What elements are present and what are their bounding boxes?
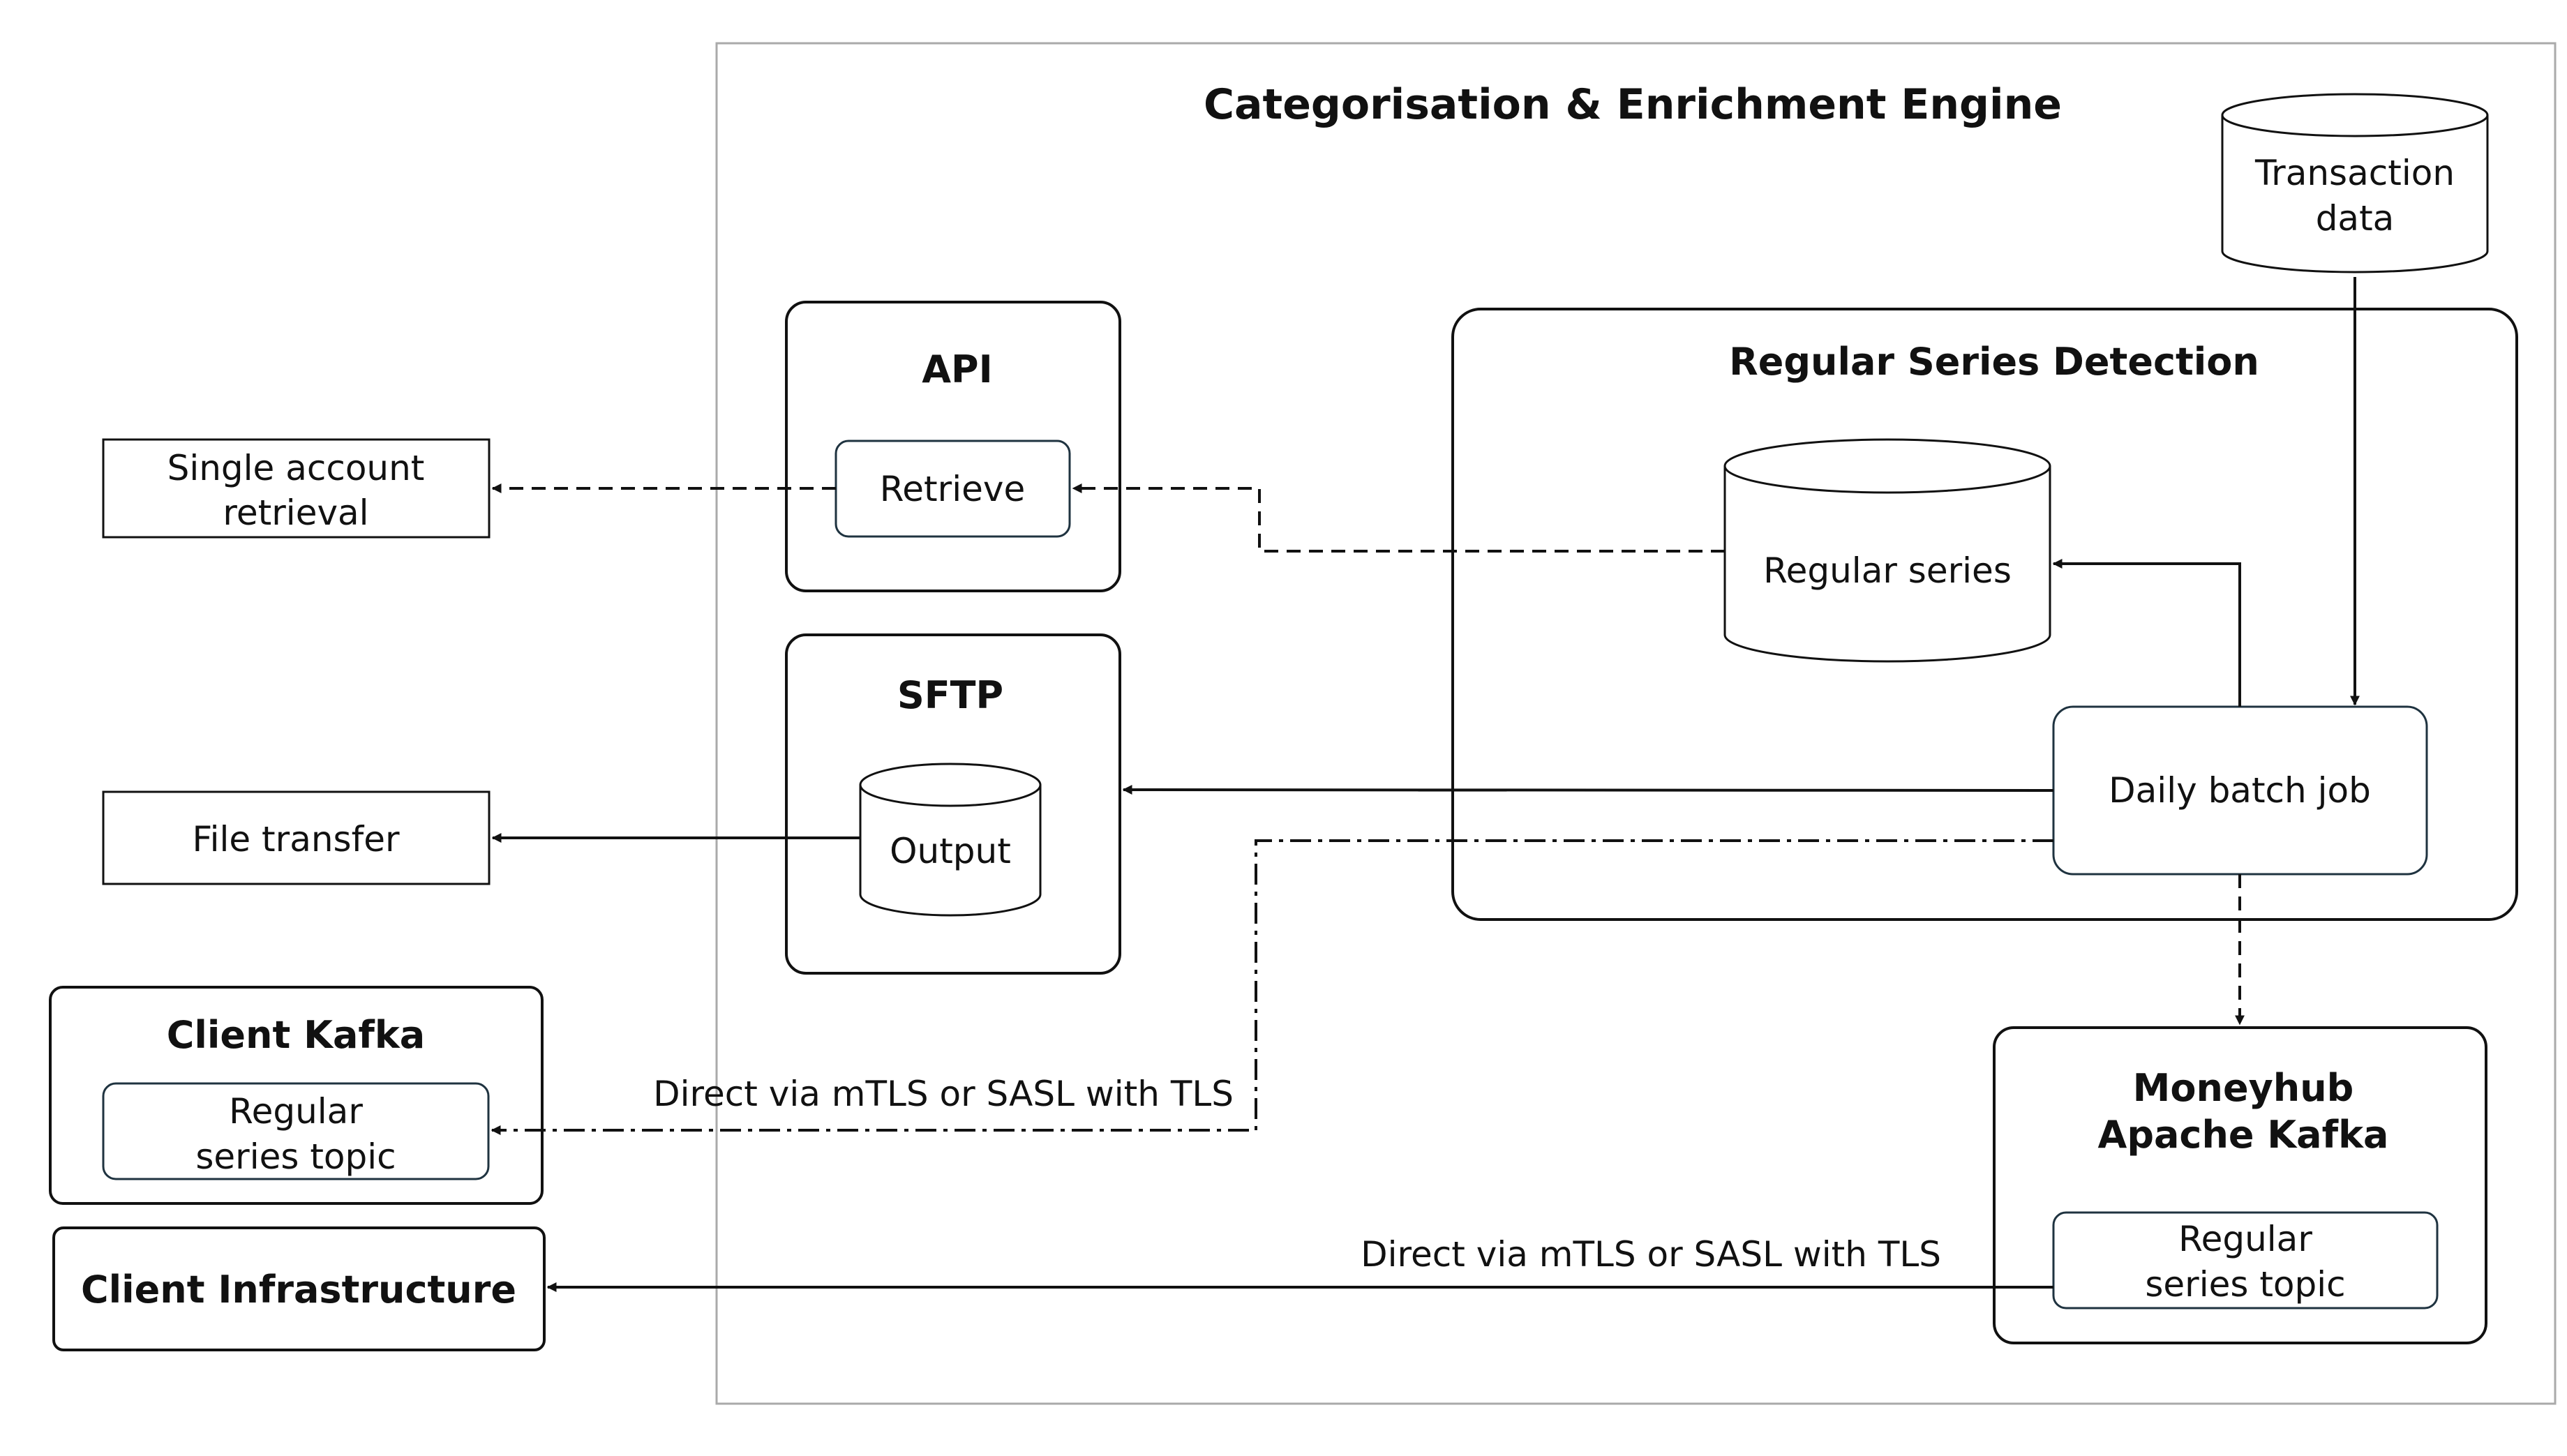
single-account-line1: Single account — [167, 448, 425, 488]
regular-series-detection-box — [1451, 308, 2518, 921]
regular-series-detection-title: Regular Series Detection — [1729, 340, 2259, 384]
transaction-data-line1: Transaction — [2254, 153, 2455, 193]
single-account-line2: retrieval — [223, 493, 368, 533]
arrow-job-to-regular-series — [2052, 559, 2241, 707]
client-kafka-title: Client Kafka — [167, 1013, 425, 1057]
direct-connection-label-2: Direct via mTLS or SASL with TLS — [1361, 1234, 1941, 1275]
engine-title: Categorisation & Enrichment Engine — [1204, 80, 2062, 129]
arrow-job-to-client-kafka — [491, 839, 2053, 1135]
regular-series-label: Regular series — [1763, 550, 2012, 591]
client-infrastructure-label: Client Infrastructure — [81, 1268, 516, 1312]
output-label: Output — [890, 831, 1011, 871]
sftp-box — [785, 633, 1121, 975]
client-kafka-box — [49, 986, 544, 1205]
transaction-data-line2: data — [2316, 198, 2395, 239]
api-box — [785, 301, 1121, 592]
client-kafka-topic-line2: series topic — [195, 1136, 396, 1177]
engine-frame — [715, 42, 2557, 1405]
arrow-regular-series-to-retrieve — [1072, 483, 1725, 553]
direct-connection-label-1: Direct via mTLS or SASL with TLS — [653, 1074, 1234, 1114]
regular-series-store: Regular series — [1723, 438, 2051, 663]
file-transfer-box — [102, 790, 491, 885]
file-transfer-label: File transfer — [192, 819, 399, 860]
client-infrastructure-box — [52, 1226, 546, 1351]
api-title: API — [922, 347, 992, 391]
client-kafka-topic-line1: Regular — [229, 1091, 363, 1132]
transaction-data-store: Transaction data — [2221, 93, 2489, 273]
moneyhub-kafka-line1: Moneyhub — [2133, 1066, 2354, 1110]
single-account-retrieval-box — [102, 438, 491, 539]
output-store: Output — [859, 763, 1042, 917]
sftp-title: SFTP — [897, 673, 1003, 717]
moneyhub-topic-line1: Regular — [2178, 1219, 2312, 1259]
moneyhub-topic-line2: series topic — [2145, 1264, 2345, 1305]
retrieve-label: Retrieve — [880, 469, 1025, 509]
daily-batch-job-label: Daily batch job — [2109, 770, 2371, 811]
moneyhub-topic-box — [2052, 1211, 2439, 1309]
moneyhub-kafka-box — [1993, 1026, 2487, 1344]
moneyhub-kafka-line2: Apache Kafka — [2098, 1113, 2389, 1157]
client-kafka-topic-box — [102, 1082, 490, 1180]
